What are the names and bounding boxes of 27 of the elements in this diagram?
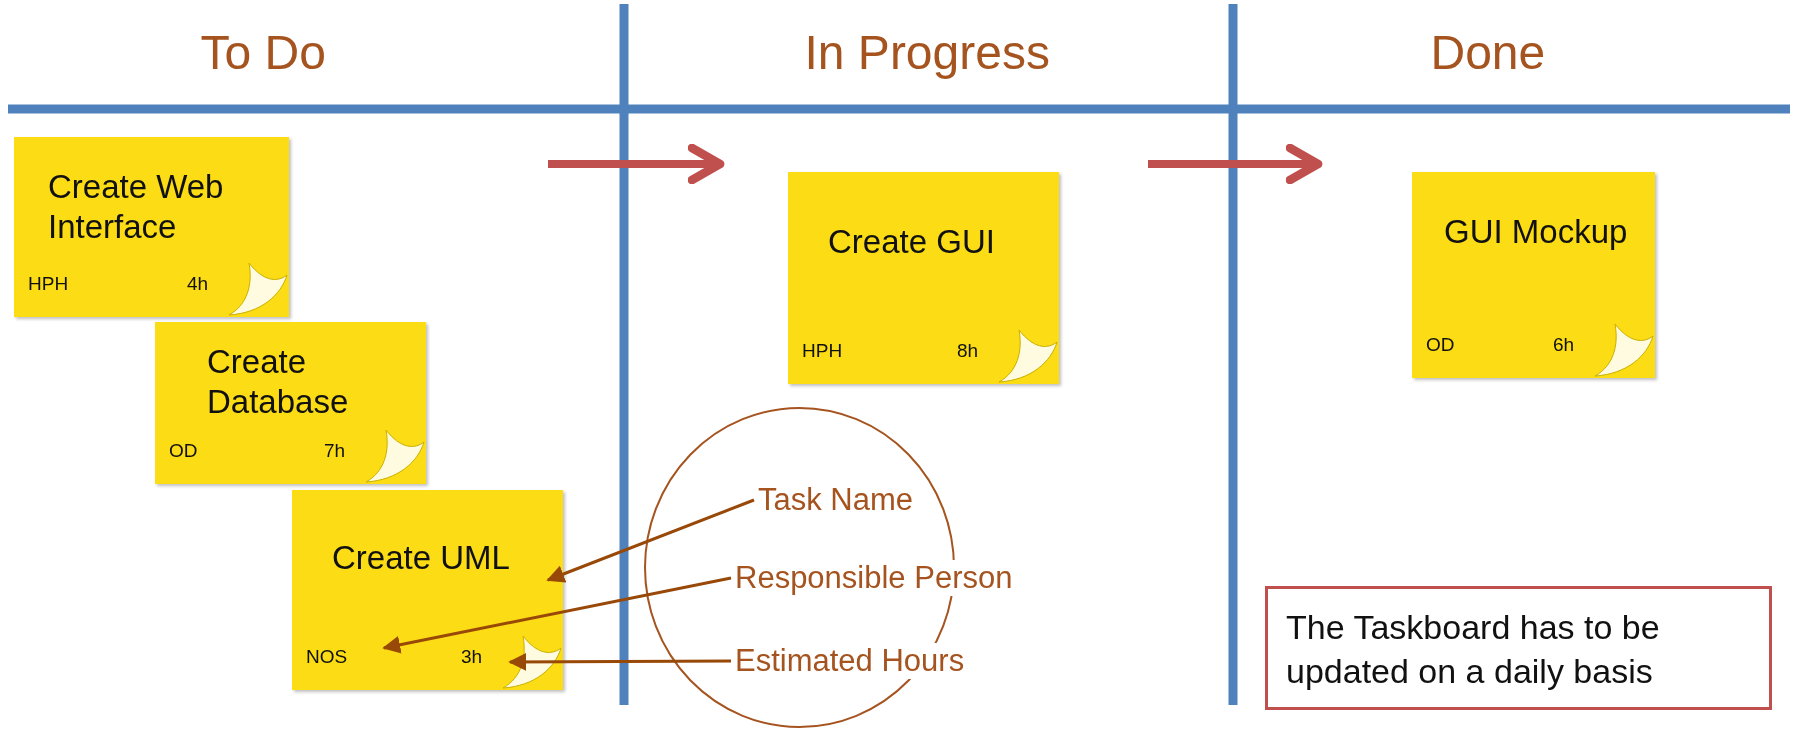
- leader-line: [382, 576, 732, 654]
- column-heading: In Progress: [804, 24, 1050, 80]
- hours-estimate: 8h: [957, 340, 979, 362]
- hours-estimate: 3h: [461, 646, 483, 668]
- hours-estimate: 4h: [187, 273, 209, 295]
- assignee-initials: HPH: [802, 340, 843, 362]
- hours-estimate: 7h: [324, 440, 346, 462]
- note-box: The Taskboard has to be updated on a daily basis: [1265, 586, 1772, 710]
- task-title: GUI Mockup: [1444, 212, 1629, 252]
- column-heading: Done: [1430, 24, 1546, 80]
- sticky-note: [292, 490, 563, 690]
- task-title: Create Database: [207, 342, 350, 422]
- assignee-initials: OD: [169, 440, 198, 462]
- leader-line: [546, 498, 755, 583]
- sticky-note: [788, 172, 1059, 384]
- sticky-note: [155, 322, 426, 484]
- task-title: Create Web Interface: [48, 167, 225, 247]
- column-heading: To Do: [200, 24, 326, 80]
- hours-estimate: 6h: [1553, 334, 1575, 356]
- assignee-initials: OD: [1426, 334, 1455, 356]
- sticky-note: [1412, 172, 1655, 378]
- assignee-initials: HPH: [28, 273, 69, 295]
- task-title: Create GUI: [828, 222, 996, 262]
- assignee-initials: NOS: [306, 646, 348, 668]
- sticky-note: [14, 137, 289, 317]
- task-title: Create UML: [332, 538, 511, 578]
- leader-line: [508, 652, 731, 671]
